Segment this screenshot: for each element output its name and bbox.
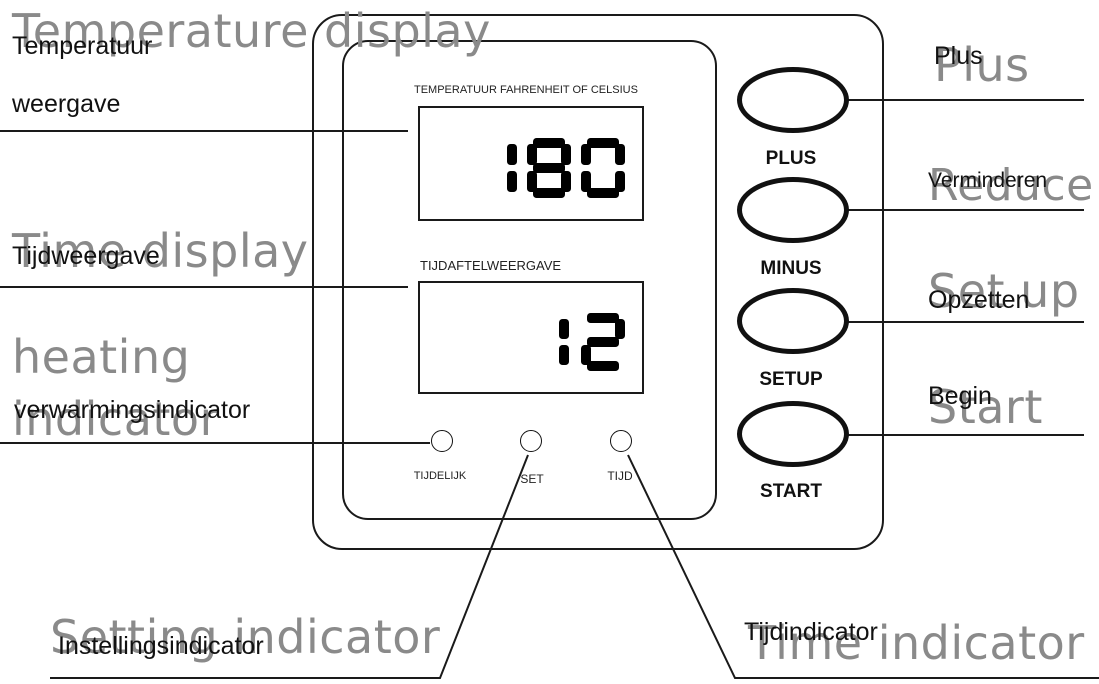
- plus-button-label: PLUS: [765, 148, 817, 169]
- segment-d: [587, 188, 619, 198]
- segment-e: [581, 171, 591, 192]
- display-panel-inner: [342, 40, 717, 520]
- time-indicator-label: TIJD: [607, 469, 633, 483]
- minus-button[interactable]: [737, 177, 849, 243]
- start-button-label: START: [760, 481, 822, 502]
- heating-indicator-callout-en-1: heating: [12, 330, 191, 384]
- heating-indicator-led: [431, 430, 453, 452]
- segment-g: [587, 337, 619, 347]
- heating-indicator-label: TIJDELIJK: [413, 470, 467, 482]
- segment-a: [587, 313, 619, 323]
- segment-d: [587, 361, 619, 371]
- segment-c: [507, 171, 517, 192]
- time-display-callout-nl: Tijdweergave: [12, 242, 160, 270]
- segment-b: [561, 144, 571, 165]
- start-callout-nl: Begin: [928, 382, 992, 410]
- start-button[interactable]: [737, 401, 849, 467]
- start-callout-en: Start: [928, 380, 1043, 434]
- setting-indicator-callout-en: Setting indicator: [50, 610, 441, 664]
- plus-callout-en: Plus: [934, 38, 1030, 92]
- minus-button-label: MINUS: [760, 258, 822, 279]
- time-indicator-led: [610, 430, 632, 452]
- temp-display-callout-nl-1: Temperatuur: [12, 32, 153, 60]
- setup-button-label: SETUP: [759, 369, 823, 390]
- setting-indicator-led: [520, 430, 542, 452]
- segment-f: [581, 144, 591, 165]
- setting-indicator-callout-nl: Instellingsindicator: [58, 632, 264, 660]
- segment-e: [527, 171, 537, 192]
- segment-b: [559, 319, 569, 339]
- segment-f: [527, 144, 537, 165]
- heating-indicator-callout-nl: verwarmingsindicator: [14, 396, 251, 424]
- time-display-caption: TIJDAFTELWEERGAVE: [420, 258, 562, 273]
- segment-c: [561, 171, 571, 192]
- setting-indicator-label: SET: [520, 472, 544, 486]
- plus-button[interactable]: [737, 67, 849, 133]
- segment-b: [615, 319, 625, 339]
- segment-d: [533, 188, 565, 198]
- temperature-display-caption: TEMPERATUUR FAHRENHEIT OF CELSIUS: [414, 84, 638, 96]
- plus-callout-nl: Plus: [934, 42, 983, 70]
- segment-a: [587, 138, 619, 148]
- setup-button[interactable]: [737, 288, 849, 354]
- segment-e: [581, 345, 591, 365]
- segment-a: [533, 138, 565, 148]
- reduce-callout-en: Reduce: [928, 160, 1094, 211]
- temperature-digits: [507, 138, 625, 198]
- setup-callout-nl: Opzetten: [928, 286, 1030, 314]
- time-display-callout-en: Time display: [12, 224, 309, 278]
- time-digits: [559, 313, 625, 371]
- time-indicator-callout-en: Time indicator: [748, 616, 1085, 670]
- time-indicator-leader: [627, 454, 1099, 679]
- temp-display-callout-nl-2: weergave: [12, 90, 121, 118]
- segment-b: [507, 144, 517, 165]
- temperature-display: 180: [418, 106, 644, 221]
- control-panel-outer: [312, 14, 884, 550]
- setting-indicator-leader: [50, 454, 529, 679]
- temp-display-callout-en: Temperature display: [12, 4, 491, 58]
- segment-g: [533, 163, 565, 173]
- segment-c: [559, 345, 569, 365]
- segment-b: [615, 144, 625, 165]
- setup-callout-en: Set up: [928, 264, 1080, 318]
- time-indicator-callout-nl: Tijdindicator: [744, 618, 878, 646]
- reduce-callout-nl: Verminderen: [928, 169, 1048, 192]
- time-display: 12: [418, 281, 644, 394]
- heating-indicator-callout-en-2: indicator: [12, 392, 219, 446]
- segment-c: [615, 171, 625, 192]
